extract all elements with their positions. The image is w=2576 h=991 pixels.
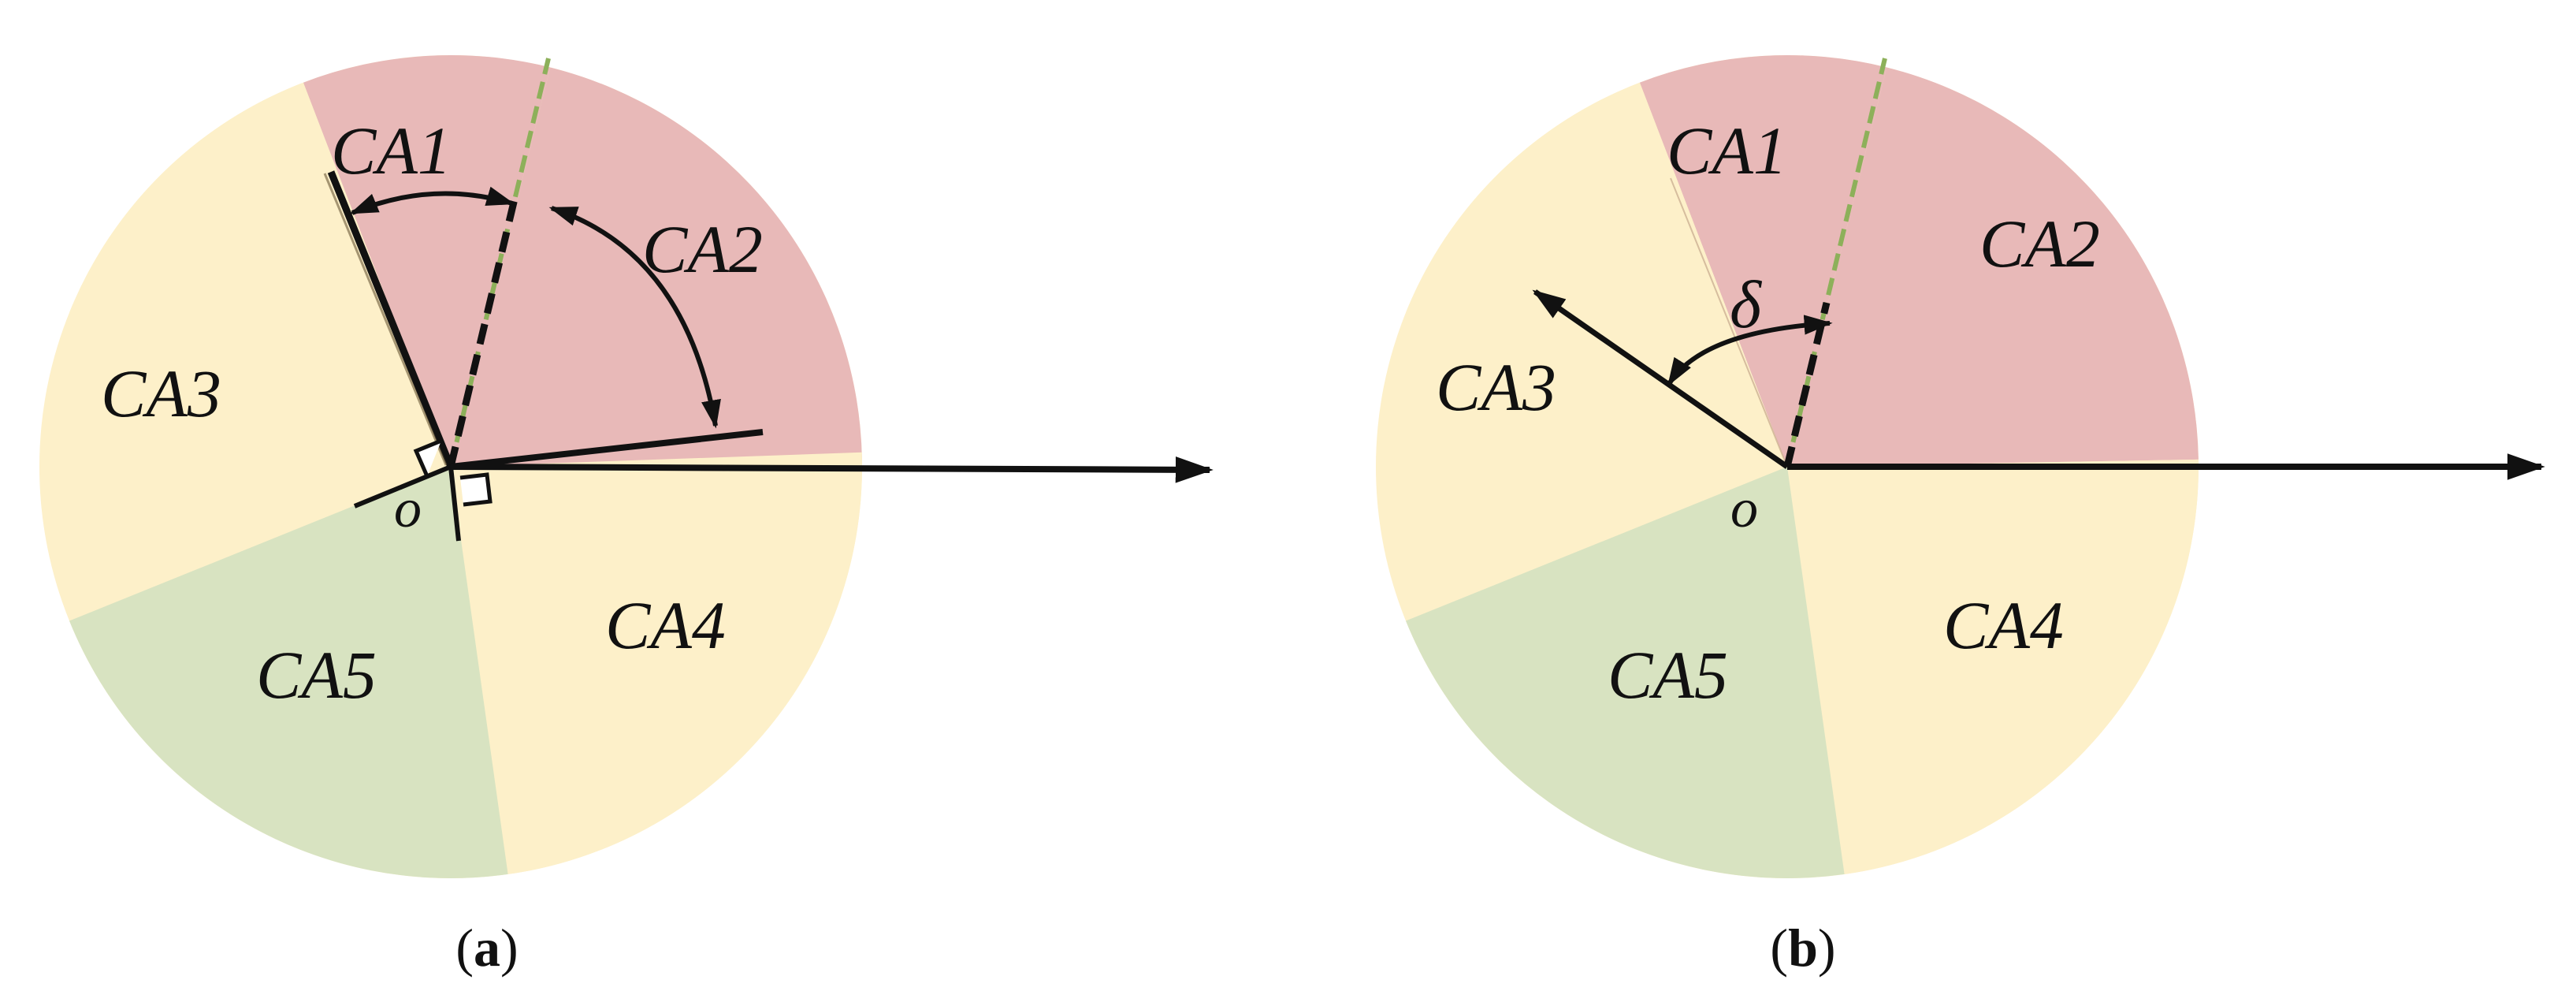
label-delta-b: δ	[1730, 266, 1763, 342]
pie-sector-ca4-b	[1787, 459, 2199, 874]
dash-line-green-b	[1785, 58, 1887, 468]
panel-b: CA1 CA2 CA3 CA4 CA5 o δ (b)	[1376, 55, 2545, 978]
pie-sector-ca2-b	[1787, 67, 2199, 467]
dash-line-green-a	[448, 58, 551, 468]
label-ca5-a: CA5	[256, 637, 377, 713]
perp-line-left-a	[353, 464, 452, 509]
label-ca2-b: CA2	[1979, 206, 2100, 281]
pie-sector-ca4-a	[451, 459, 862, 874]
pie-sector-ca5-b	[1406, 467, 1845, 878]
angle-arc-ca1-a	[349, 186, 515, 215]
pie-sector-ca3-a	[69, 82, 451, 467]
label-ca3-a: CA3	[101, 356, 221, 431]
boundary-line-ca2-a	[450, 429, 764, 470]
right-angle-marker-1-a	[413, 438, 442, 478]
x-axis-arrow-a	[450, 456, 1214, 483]
label-origin-a: o	[394, 479, 422, 539]
angle-arc-ca2-a	[548, 206, 721, 429]
label-ca1-b: CA1	[1667, 113, 1787, 188]
label-origin-b: o	[1730, 479, 1758, 539]
label-ca5-b: CA5	[1608, 637, 1728, 713]
angle-arc-delta-b	[1667, 315, 1833, 387]
boundary-line-ca1-shadow-a	[323, 173, 448, 466]
caption-a: (a)	[455, 918, 518, 978]
direction-arrow-b	[1532, 289, 1789, 469]
label-ca4-b: CA4	[1943, 587, 2064, 663]
pie-sector-ca5-a	[69, 467, 508, 878]
caption-b: (b)	[1770, 918, 1835, 978]
pie-sector-ca1-b	[1639, 55, 1887, 468]
pie-sector-ca1-a	[303, 55, 551, 468]
perp-line-down-a	[448, 466, 461, 542]
label-ca2-a: CA2	[642, 211, 763, 287]
dash-line-black-a	[447, 194, 519, 468]
label-ca1-a: CA1	[331, 113, 452, 188]
label-ca3-b: CA3	[1436, 349, 1556, 425]
label-ca4-a: CA4	[605, 587, 726, 663]
panel-a: CA1 CA2 CA3 CA4 CA5 o (a)	[39, 55, 1214, 978]
boundary-line-ca1-a	[327, 170, 455, 468]
right-angle-marker-2-a	[459, 472, 493, 507]
